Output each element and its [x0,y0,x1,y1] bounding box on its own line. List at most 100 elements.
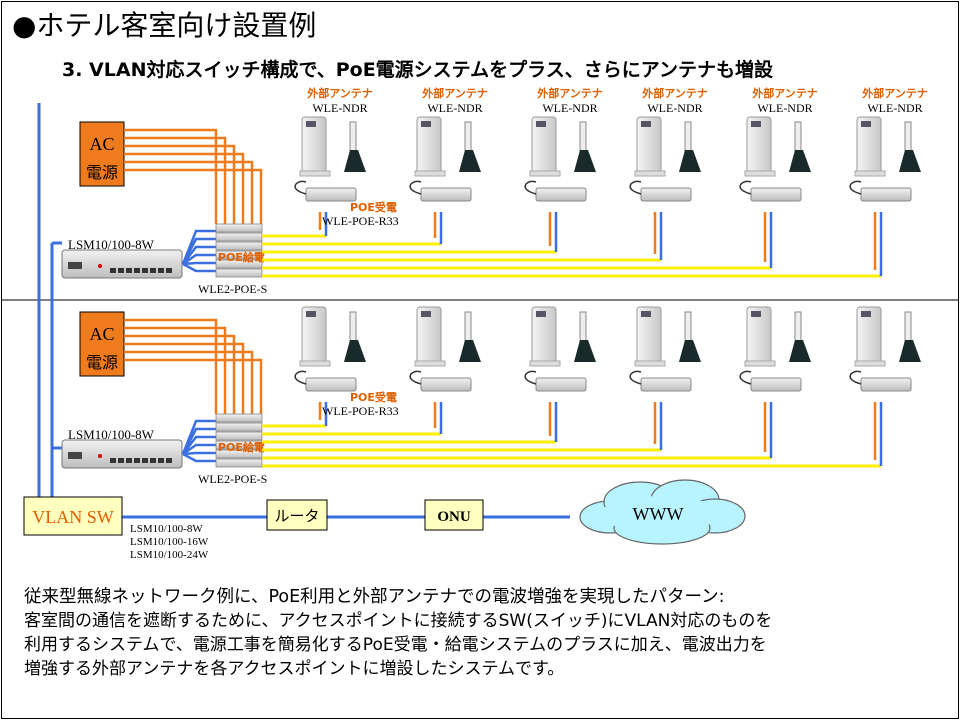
switch-port [142,458,148,463]
switch-port [142,268,148,273]
switch-led [98,264,102,268]
ac-label-line2: 電源 [86,163,118,182]
poe-injector-unit [215,259,263,269]
antenna-base [459,150,481,172]
ap-panel [641,311,651,317]
poe-injector-unit [215,250,263,260]
external-antenna [684,121,692,153]
antenna-label: 外部アンテナ [861,86,928,100]
power-cable [124,342,245,414]
floor-section-1: AC電源LSM10/100-8WPOE給電WLE2-POE-S外部アンテナWLE… [61,86,928,296]
antenna-base [344,340,366,362]
ap-model-label: WLE-NDR [542,101,597,115]
router-box [266,499,328,531]
internet-cloud [579,479,746,545]
poe-receiver [750,377,802,392]
ac-label-line2: 電源 [86,353,118,372]
ap-stand [414,170,446,177]
poe-receiver-model-label: WLE-POE-R33 [322,404,399,418]
switch-port [150,268,156,273]
external-antenna [464,311,472,343]
description-line-3: 増強する外部アンテナを各アクセスポイントに増設したシステムです。 [24,659,565,679]
lan-cable [181,237,216,265]
page-title: ●ホテル客室向け設置例 [12,9,317,42]
poe-receiver-cable [849,180,862,195]
switch-port [134,458,140,463]
poe-injector-unit [215,449,263,459]
antenna-base [679,340,701,362]
antenna-base [679,150,701,172]
poe-cables [262,424,881,468]
ap-stand [634,170,666,177]
ap-model-label: WLE-NDR [867,101,922,115]
poe-injector-unit [215,422,263,432]
antenna-base [459,340,481,362]
ap-panel [751,311,761,317]
ap-model-label: WLE-NDR [427,101,482,115]
antenna-base [899,150,921,172]
external-antenna [794,311,802,343]
poe-receiver [420,187,472,202]
lan-cable [182,443,216,456]
power-cable [124,168,263,224]
switch-port [166,268,172,273]
ap-panel [751,121,761,127]
power-cables [124,128,263,224]
lan-cable [181,427,216,455]
poe-receiver-cable [524,370,537,385]
switch-logo [68,262,82,269]
poe-injector-unit [215,241,263,251]
antenna-label: 外部アンテナ [751,86,818,100]
antenna-base [789,340,811,362]
ap-panel [861,121,871,127]
ac-label-line1: AC [89,134,114,154]
lan-cable [182,262,216,273]
antenna-label: 外部アンテナ [641,86,708,100]
lan-cables [181,229,216,273]
onu-label: ONU [437,509,471,525]
ap-panel [421,311,431,317]
power-cable [124,128,218,224]
switch-port [150,458,156,463]
ap-stand [854,170,886,177]
ap-stand [854,360,886,367]
poe-injector-unit [215,458,263,468]
external-antenna [904,121,912,153]
poe-receiver-cable [739,370,752,385]
poe-supply-model-label: WLE2-POE-S [198,472,267,486]
poe-receiver-label: POE受電 [350,200,397,214]
switch-model-label: LSM10/100-8W [68,237,155,252]
ap-panel [536,311,546,317]
external-antenna [579,121,587,153]
poe-injector-unit [215,431,263,441]
poe-receiver [535,377,587,392]
antenna-base [344,150,366,172]
vlan-switch-label: VLAN SW [32,507,114,527]
poe-supply-label: POE給電 [218,440,265,454]
poe-injector-unit [215,223,263,233]
switch-port [118,458,124,463]
power-cables [124,318,263,414]
ap-stand [299,360,331,367]
poe-injector-unit [215,440,263,450]
router-label: ルータ [274,507,319,525]
ap-panel [306,121,316,127]
external-antenna [349,311,357,343]
floor-section-2: AC電源LSM10/100-8WPOE給電WLE2-POE-SPOE受電WLE-… [61,306,921,486]
ap-stand [299,170,331,177]
external-antenna [904,311,912,343]
poe-receiver-cable [739,180,752,195]
ap-stand [414,360,446,367]
ap-model-label: WLE-NDR [757,101,812,115]
power-cable [124,334,236,414]
power-cable [124,350,254,414]
switch-model-label: LSM10/100-8W [68,427,155,442]
ap-model-label: WLE-NDR [312,101,367,115]
poe-receiver-cable [294,370,307,385]
ap-stand [744,170,776,177]
poe-receiver [305,187,357,202]
poe-receiver-model-label: WLE-POE-R33 [322,214,399,228]
external-antenna [684,311,692,343]
switch-port [158,268,164,273]
